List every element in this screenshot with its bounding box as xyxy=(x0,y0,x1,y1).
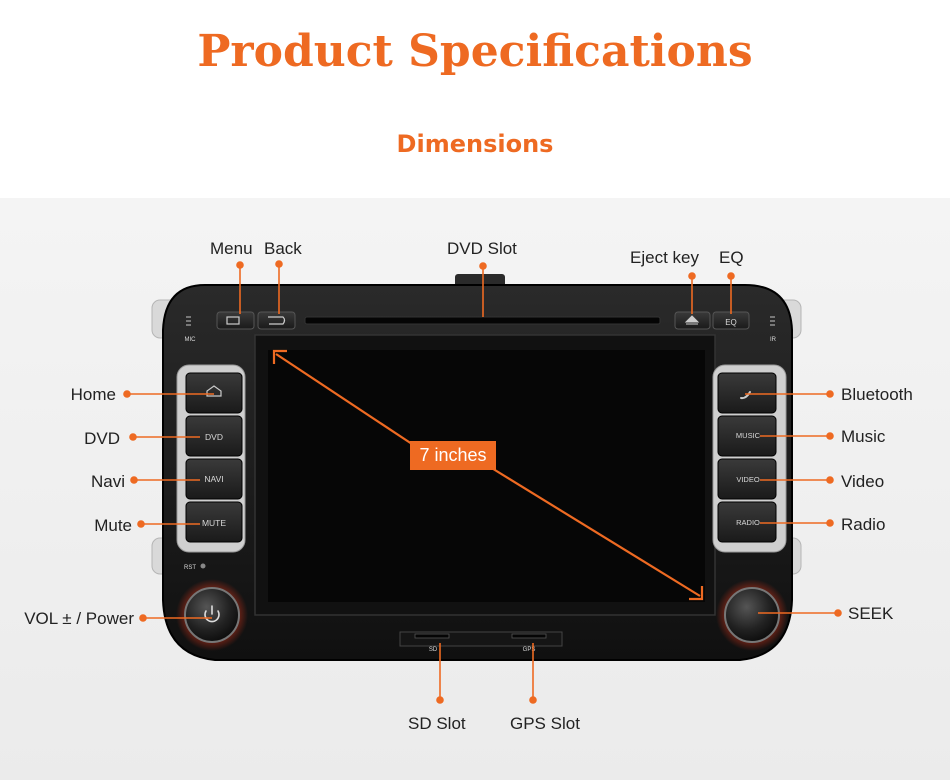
screen-diagonal-arrow xyxy=(272,349,704,601)
callout-lines xyxy=(123,260,842,704)
sd-slot[interactable] xyxy=(414,633,450,639)
callout-eject-key: Eject key xyxy=(630,248,699,267)
home-button[interactable] xyxy=(185,372,243,414)
mic-hole xyxy=(186,316,191,326)
music-button-label: MUSIC xyxy=(736,431,761,440)
callout-video: Video xyxy=(841,472,885,491)
back-icon xyxy=(268,316,286,325)
reset-hole[interactable] xyxy=(200,563,206,569)
eq-button-label: EQ xyxy=(725,318,737,327)
callout-music: Music xyxy=(841,427,886,446)
radio-button-label: RADIO xyxy=(736,518,760,527)
eject-icon xyxy=(684,315,700,325)
vol-power-knob[interactable] xyxy=(184,587,240,643)
callout-dvd-slot: DVD Slot xyxy=(447,239,517,258)
sd-slot-label: SD xyxy=(429,647,438,653)
power-icon xyxy=(204,605,220,623)
video-button-label: VIDEO xyxy=(736,475,760,484)
callout-mute: Mute xyxy=(94,516,132,535)
ir-label: IR xyxy=(770,337,777,343)
gps-slot-label: GPS xyxy=(523,647,536,653)
navi-button-label: NAVI xyxy=(204,474,223,484)
callout-home: Home xyxy=(70,385,116,404)
bluetooth-button[interactable] xyxy=(717,372,777,414)
mute-button[interactable] xyxy=(185,501,243,543)
navi-button[interactable] xyxy=(185,458,243,500)
ir-sensor xyxy=(770,316,775,326)
screen xyxy=(268,350,705,602)
callout-eq: EQ xyxy=(719,248,744,267)
seek-knob[interactable] xyxy=(724,587,780,643)
gps-slot[interactable] xyxy=(511,633,547,639)
dvd-button[interactable] xyxy=(185,415,243,457)
dvd-slot[interactable] xyxy=(304,316,661,325)
callout-gps-slot: GPS Slot xyxy=(510,714,580,733)
home-icon xyxy=(206,385,222,397)
rst-label: RST xyxy=(184,565,196,571)
header: Product Specifications Dimensions xyxy=(0,0,950,198)
section-subtitle: Dimensions xyxy=(396,130,554,158)
callout-back: Back xyxy=(264,239,302,258)
page-title: Product Specifications xyxy=(197,26,753,77)
mic-label: MIC xyxy=(185,337,197,343)
callout-dvd: DVD xyxy=(84,429,120,448)
callout-menu: Menu xyxy=(210,239,253,258)
phone-icon xyxy=(740,391,751,400)
callout-radio: Radio xyxy=(841,515,886,534)
callout-seek: SEEK xyxy=(848,604,894,623)
dvd-button-label: DVD xyxy=(205,432,223,442)
dimension-tag-box xyxy=(410,441,496,470)
callout-bluetooth: Bluetooth xyxy=(841,385,913,404)
callout-sd-slot: SD Slot xyxy=(408,714,466,733)
callout-navi: Navi xyxy=(90,472,125,491)
callout-vol-power: VOL ± / Power xyxy=(24,609,134,628)
video-button[interactable] xyxy=(717,458,777,500)
mute-button-label: MUTE xyxy=(202,518,226,528)
radio-button[interactable] xyxy=(717,501,777,543)
back-button[interactable] xyxy=(257,311,296,330)
menu-icon xyxy=(226,316,240,325)
menu-button[interactable] xyxy=(216,311,255,330)
screen-size-label: 7 inches xyxy=(419,445,487,465)
